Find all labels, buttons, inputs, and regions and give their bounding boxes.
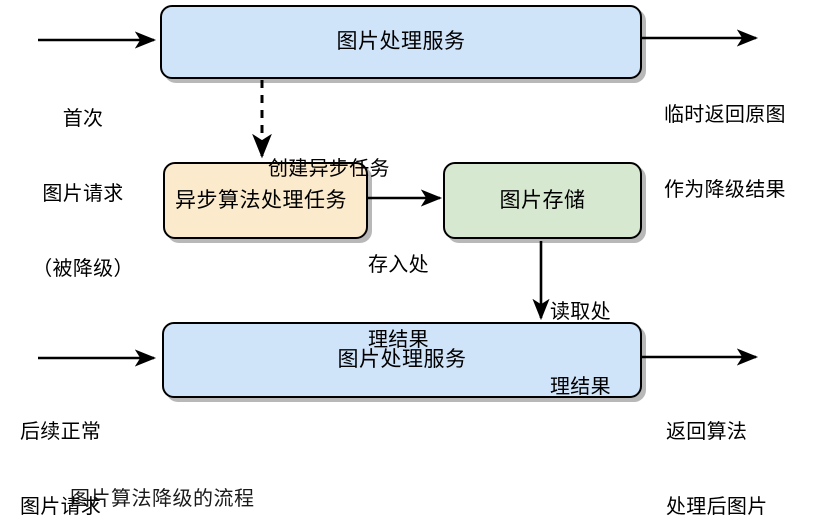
edge-label-read-result-line1: 读取处 [550, 301, 611, 323]
edge-label-read-result-line2: 理结果 [550, 376, 611, 398]
node-async-task[interactable]: 异步算法处理任务 [163, 162, 368, 239]
node-service-top[interactable]: 图片处理服务 [160, 5, 642, 79]
node-image-storage[interactable]: 图片存储 [443, 162, 642, 239]
edge-label-create-async-task: 创建异步任务 [268, 107, 390, 232]
edge-label-read-result: 读取处 理结果 [550, 250, 611, 450]
edge-label-response-out-top-line1: 临时返回原图 [664, 104, 786, 126]
edge-label-store-result-line1: 存入处 [368, 254, 429, 276]
node-service-bottom[interactable]: 图片处理服务 [162, 322, 642, 398]
node-service-bottom-label: 图片处理服务 [337, 348, 467, 372]
edge-label-request-in-top: 首次 图片请求 （被降级） [18, 57, 148, 332]
node-async-task-label: 异步算法处理任务 [175, 188, 347, 212]
edge-label-response-out-bottom-line2: 处理后图片 [666, 496, 768, 518]
node-service-top-label: 图片处理服务 [336, 30, 466, 54]
edge-label-response-out-bottom: 返回算法 处理后图片 [666, 370, 768, 522]
edge-label-store-result: 存入处 理结果 [368, 203, 429, 403]
diagram-caption: 图片算法降级的流程 [70, 488, 255, 510]
edge-label-request-in-bottom: 后续正常 图片请求 [20, 370, 101, 522]
edge-label-store-result-line2: 理结果 [368, 329, 429, 351]
edge-label-response-out-bottom-line1: 返回算法 [666, 421, 748, 443]
edge-label-request-in-bottom-line1: 后续正常 [20, 421, 102, 443]
node-image-storage-label: 图片存储 [499, 188, 586, 212]
edge-label-request-in-top-line1: 首次 [62, 108, 104, 130]
edge-label-response-out-top-line2: 作为降级结果 [664, 179, 786, 201]
edge-label-create-async-task-line1: 创建异步任务 [268, 158, 390, 180]
edge-label-request-in-top-line2: 图片请求 [42, 183, 124, 205]
edge-label-request-in-bottom-line2: 图片请求 [20, 496, 102, 518]
edge-label-response-out-top: 临时返回原图 作为降级结果 [664, 53, 786, 253]
edge-label-request-in-top-line3: （被降级） [32, 258, 134, 280]
